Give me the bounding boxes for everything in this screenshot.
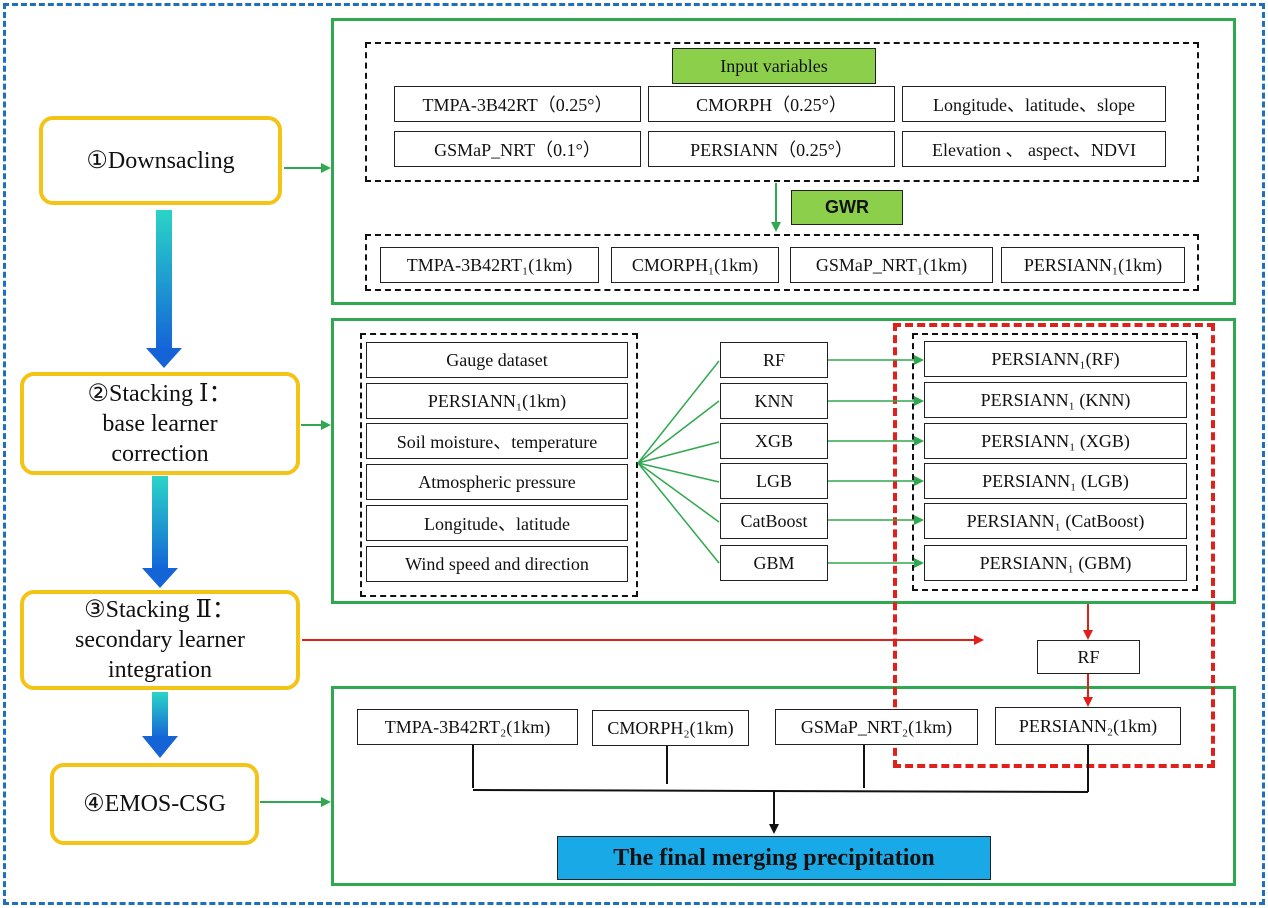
final-merging-precipitation: The final merging precipitation (557, 836, 991, 880)
learner-gbm: GBM (720, 545, 828, 581)
input-geo: Longitude、latitude、slope (902, 86, 1166, 122)
merge-bracket (472, 745, 1089, 793)
gwr-label: GWR (791, 190, 903, 225)
gwr-output-gsmap: GSMaP_NRT₁(1km) (790, 247, 993, 283)
result-lgb: PERSIANN₁ (LGB) (924, 463, 1187, 499)
outer-frame (3, 3, 1265, 905)
feature-persiann1: PERSIANN₁(1km) (366, 383, 628, 419)
base-result-group (912, 333, 1198, 591)
learner-catboost: CatBoost (720, 503, 828, 539)
downscaling-panel (331, 18, 1236, 305)
input-gsmap: GSMaP_NRT（0.1°） (394, 131, 641, 167)
feature-learner-links (637, 360, 720, 564)
step-arrow-1 (146, 210, 182, 368)
persiann-highlight (893, 323, 1215, 768)
emos-panel (331, 686, 1236, 886)
result-gbm: PERSIANN₁ (GBM) (924, 545, 1187, 581)
step-arrow-2 (142, 476, 178, 588)
feature-wind: Wind speed and direction (366, 546, 628, 582)
step-arrow-3 (142, 692, 178, 758)
gwr-output-persiann: PERSIANN₁(1km) (1001, 247, 1185, 283)
feature-lonlat: Longitude、latitude (366, 505, 628, 541)
gwr-output-cmorph: CMORPH₁(1km) (611, 247, 779, 283)
gwr-output-tmpa: TMPA-3B42RT₁(1km) (380, 247, 599, 283)
gwr-output-group (365, 234, 1199, 291)
secondary-rf: RF (1037, 640, 1140, 674)
input-group (365, 42, 1199, 182)
step-stacking2: ③Stacking Ⅱ： secondary learner integrati… (20, 590, 300, 690)
input-persiann: PERSIANN（0.25°） (648, 131, 895, 167)
merged-gsmap: GSMaP_NRT₂(1km) (775, 709, 978, 745)
result-rf: PERSIANN₁(RF) (924, 341, 1187, 377)
learner-lgb: LGB (720, 463, 828, 499)
feature-group (360, 333, 638, 597)
input-tmpa: TMPA-3B42RT（0.25°） (394, 86, 641, 122)
merged-tmpa: TMPA-3B42RT₂(1km) (357, 709, 578, 745)
learner-result-links (828, 355, 924, 568)
feature-pressure: Atmospheric pressure (366, 464, 628, 500)
result-knn: PERSIANN₁ (KNN) (924, 382, 1187, 418)
merged-persiann: PERSIANN₂(1km) (995, 707, 1181, 745)
input-cmorph: CMORPH（0.25°） (648, 86, 895, 122)
merged-cmorph: CMORPH₂(1km) (592, 710, 749, 746)
stacking1-panel (331, 318, 1236, 604)
result-catboost: PERSIANN₁ (CatBoost) (924, 503, 1187, 539)
feature-soil: Soil moisture、temperature (366, 423, 628, 459)
learner-xgb: XGB (720, 423, 828, 459)
learner-rf: RF (720, 342, 828, 378)
input-variables-label: Input variables (672, 48, 876, 84)
learner-knn: KNN (720, 383, 828, 419)
feature-gauge: Gauge dataset (366, 342, 628, 378)
step-stacking1: ②Stacking Ⅰ： base learner correction (20, 372, 300, 475)
input-terrain: Elevation 、 aspect、NDVI (902, 131, 1166, 167)
result-xgb: PERSIANN₁ (XGB) (924, 423, 1187, 459)
step-downscaling: ①Downsacling (39, 116, 282, 205)
step-emos: ④EMOS-CSG (50, 763, 259, 845)
